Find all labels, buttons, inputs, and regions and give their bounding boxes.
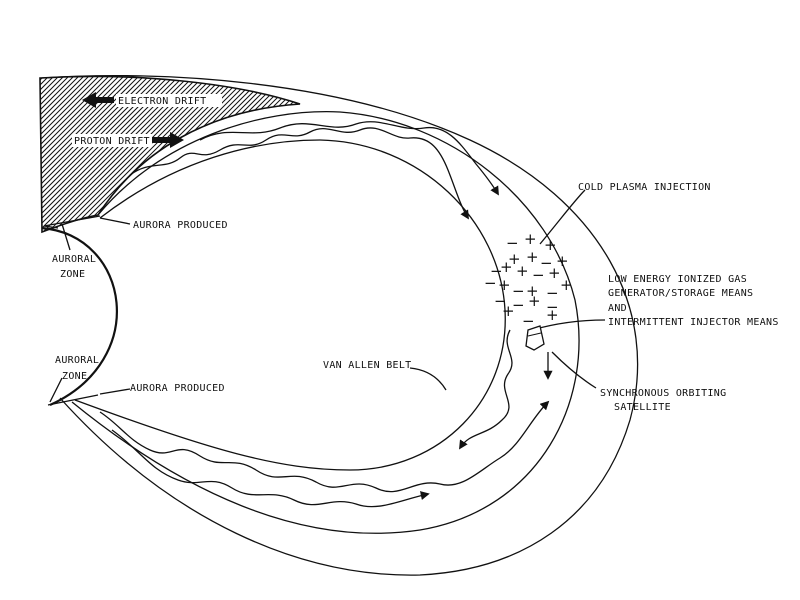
van-allen-belt-label: VAN ALLEN BELT xyxy=(323,360,412,371)
plus-charge-symbol: + xyxy=(544,236,557,254)
plus-charge-symbol: + xyxy=(516,262,529,280)
proton-drift-label: PROTON DRIFT xyxy=(74,136,150,147)
auroral-zone-bottom-label-2: ZONE xyxy=(62,371,87,382)
auroral-zone-top-label-2: ZONE xyxy=(60,269,85,280)
minus-charge-symbol: − xyxy=(490,262,503,280)
earth xyxy=(41,215,118,407)
gas-generator-label-2: GENERATOR/STORAGE MEANS xyxy=(608,288,753,299)
minus-charge-symbol: − xyxy=(532,266,545,284)
plus-charge-symbol: + xyxy=(528,292,541,310)
satellite-label-2: SATELLITE xyxy=(614,402,671,413)
plus-charge-symbol: + xyxy=(500,258,513,276)
minus-charge-symbol: − xyxy=(546,298,559,316)
plus-charge-symbol: + xyxy=(546,306,559,324)
plus-charge-symbol: + xyxy=(526,248,539,266)
lower-trajectory xyxy=(99,400,550,493)
minus-charge-symbol: − xyxy=(506,234,519,252)
auroral-zone-top-label-1: AURORAL xyxy=(52,254,96,265)
plus-charge-symbol: + xyxy=(508,250,521,268)
lower-trajectory-2 xyxy=(111,429,430,508)
auroral-zone-bottom-label-1: AURORAL xyxy=(55,355,99,366)
plus-charge-symbol: + xyxy=(498,276,511,294)
gas-generator-label-1: LOW ENERGY IONIZED GAS xyxy=(608,274,747,285)
minus-charge-symbol: − xyxy=(522,312,535,330)
outer-magnetosphere-boundary xyxy=(41,74,639,576)
minus-charge-symbol: − xyxy=(540,254,553,272)
van-allen-belt-inner xyxy=(74,139,506,471)
plasma-cloud: −++++−+−++−+−+−+−+−−+−+−+ xyxy=(484,230,573,330)
gas-generator-label-3: AND xyxy=(608,303,627,314)
plus-charge-symbol: + xyxy=(556,252,569,270)
satellite-label-1: SYNCHRONOUS ORBITING xyxy=(600,388,726,399)
plus-charge-symbol: + xyxy=(524,230,537,248)
upper-trajectory-2 xyxy=(199,121,499,196)
hatched-drift-region xyxy=(39,75,301,234)
aurora-produced-bottom-label: AURORA PRODUCED xyxy=(130,383,225,394)
synchronous-satellite xyxy=(525,325,545,351)
plus-charge-symbol: + xyxy=(560,276,573,294)
plus-charge-symbol: + xyxy=(548,264,561,282)
minus-charge-symbol: − xyxy=(512,296,525,314)
upper-trajectory xyxy=(129,127,469,220)
electron-drift-arrow xyxy=(82,92,114,108)
aurora-produced-top-label: AURORA PRODUCED xyxy=(133,220,228,231)
particle-trajectories xyxy=(99,121,553,508)
plus-charge-symbol: + xyxy=(526,282,539,300)
right-trajectory xyxy=(459,329,513,450)
minus-charge-symbol: − xyxy=(484,274,497,292)
proton-drift-arrow xyxy=(152,132,184,148)
minus-charge-symbol: − xyxy=(494,292,507,310)
electron-drift-label: ELECTRON DRIFT xyxy=(118,96,207,107)
van-allen-belt-outer xyxy=(71,111,580,534)
cold-plasma-injection-label: COLD PLASMA INJECTION xyxy=(578,182,711,193)
minus-charge-symbol: − xyxy=(512,282,525,300)
gas-generator-label-4: INTERMITTENT INJECTOR MEANS xyxy=(608,317,779,328)
minus-charge-symbol: − xyxy=(546,284,559,302)
plus-charge-symbol: + xyxy=(502,302,515,320)
